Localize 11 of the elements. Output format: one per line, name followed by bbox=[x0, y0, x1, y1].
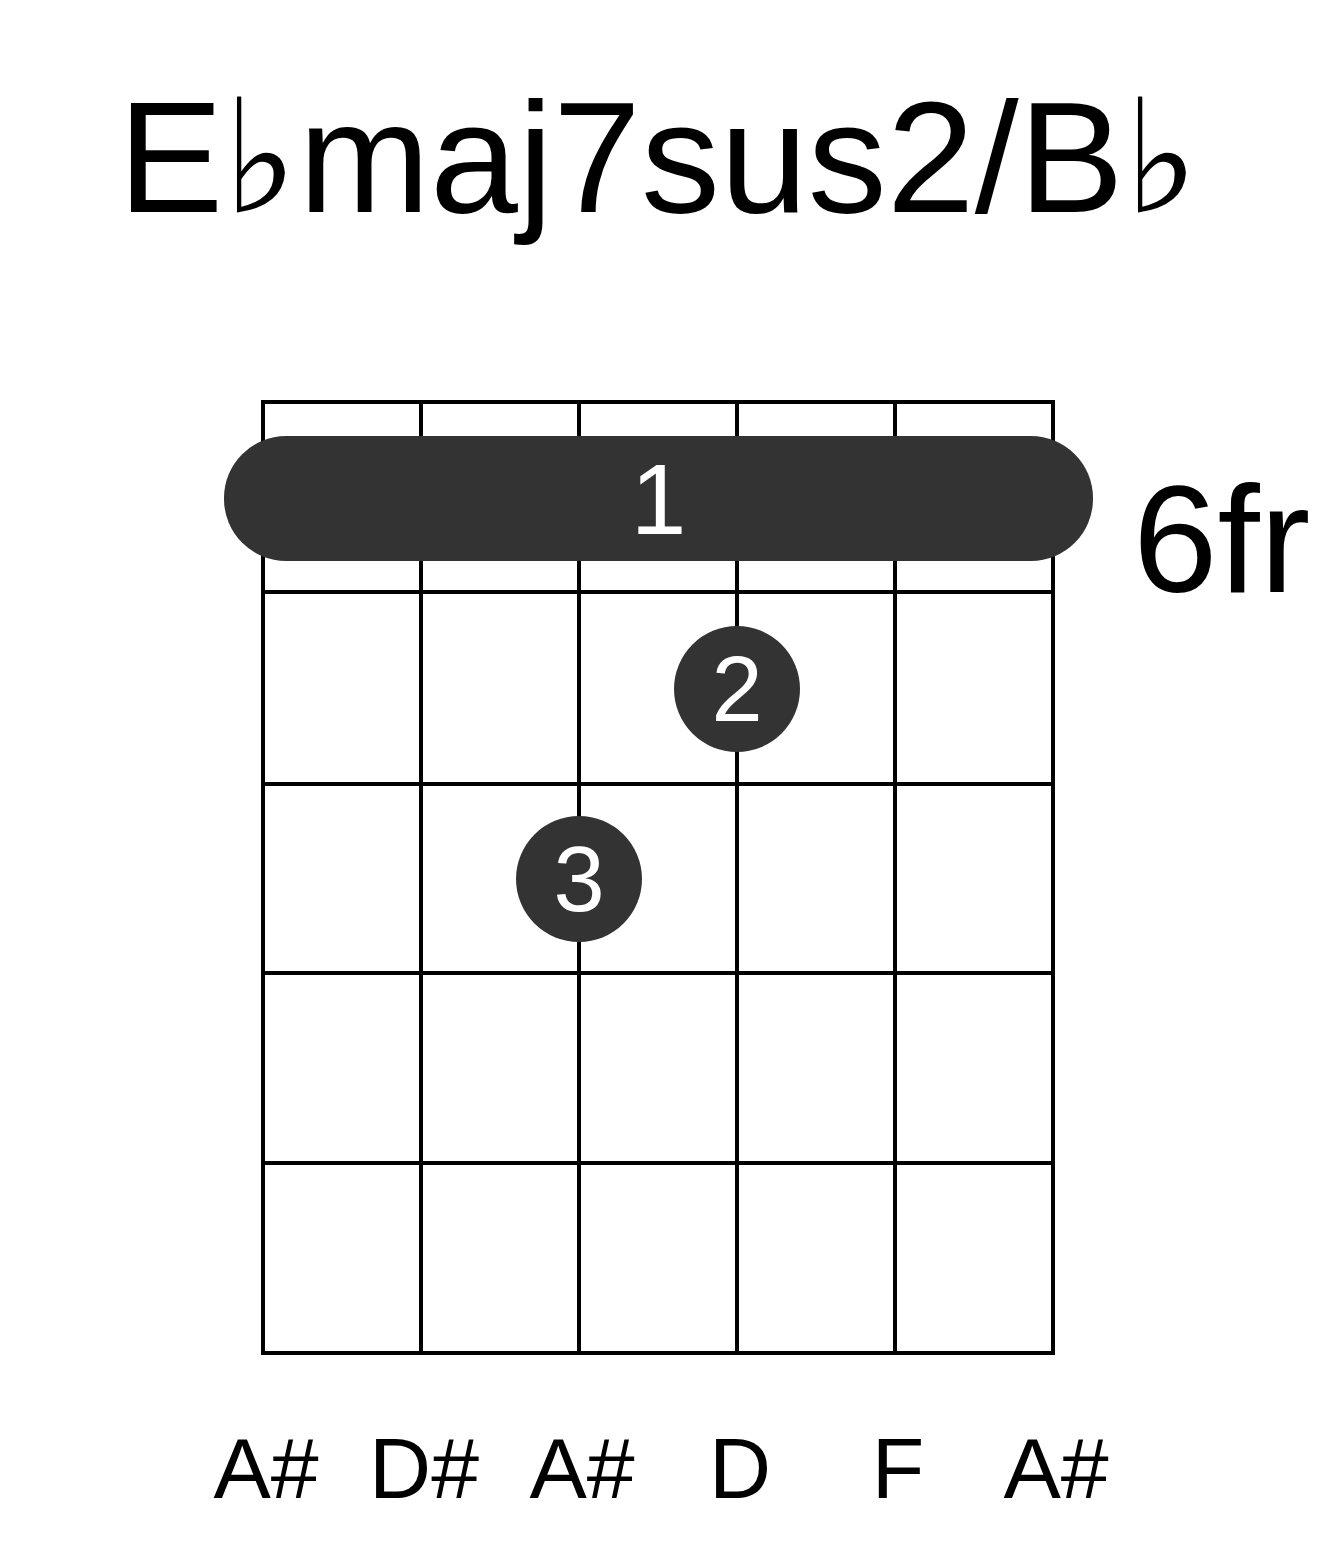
finger-number: 3 bbox=[553, 833, 605, 925]
note-name: D bbox=[708, 1425, 772, 1511]
finger-number: 1 bbox=[630, 448, 687, 549]
chord-title: E♭maj7sus2/B♭ bbox=[118, 68, 1199, 247]
finger-number: 2 bbox=[711, 643, 763, 735]
note-name: D# bbox=[369, 1425, 479, 1511]
note-name: F bbox=[871, 1425, 925, 1511]
note-name: A# bbox=[1003, 1425, 1109, 1511]
fret-number: 6fr bbox=[1133, 463, 1311, 615]
note-name: A# bbox=[529, 1425, 635, 1511]
note-name: A# bbox=[213, 1425, 319, 1511]
